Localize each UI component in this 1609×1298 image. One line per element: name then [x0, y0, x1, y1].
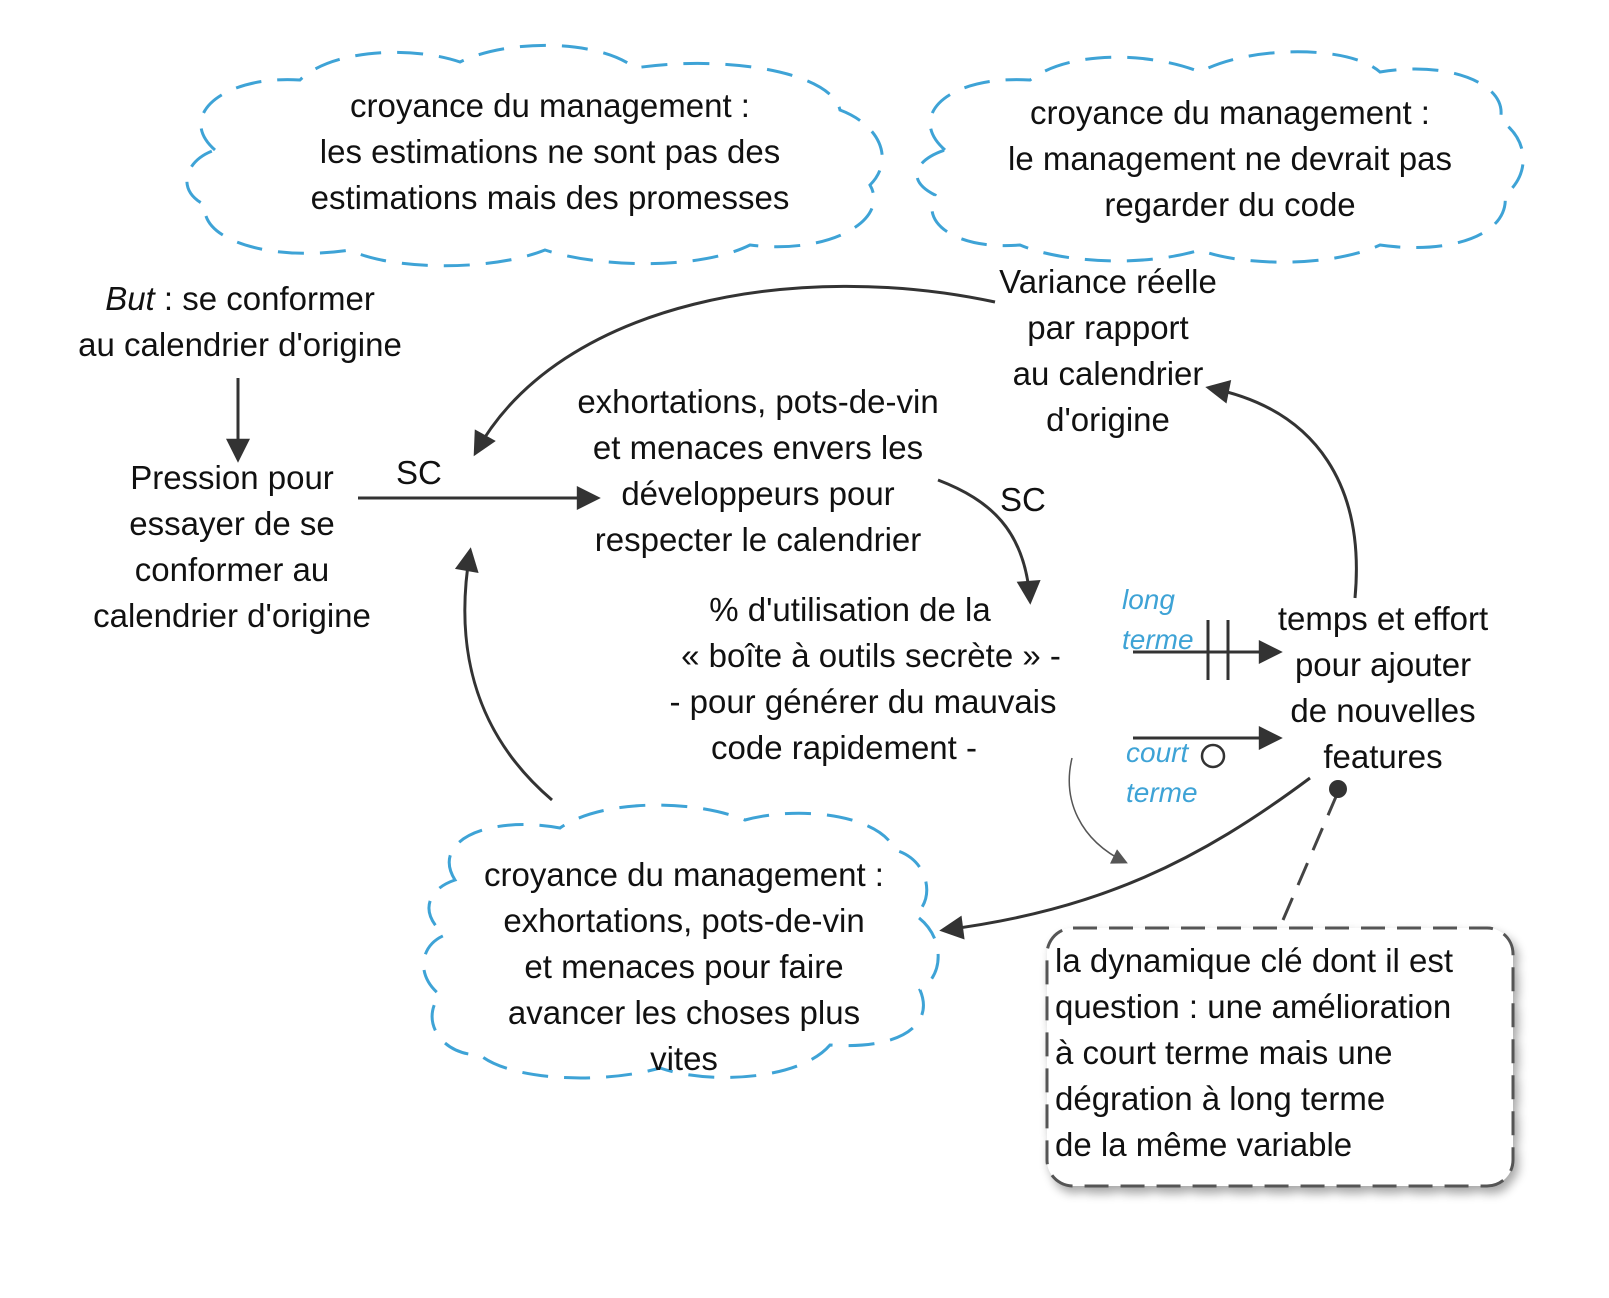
- boite-line-4: code rapidement -: [711, 729, 977, 766]
- node-variance: Variance réelle par rapport au calendrie…: [968, 259, 1248, 443]
- cloud-top-left-line-1: croyance du management :: [350, 87, 750, 124]
- note-line-2: question : une amélioration: [1055, 988, 1452, 1025]
- cloud-top-left-line-3: estimations mais des promesses: [310, 179, 790, 216]
- temps-line-2: pour ajouter: [1294, 646, 1472, 683]
- variance-line-2: par rapport: [1027, 309, 1189, 346]
- cloud-top-right-line-3: regarder du code: [1104, 186, 1356, 223]
- court-terme-line-1: court: [1126, 737, 1189, 768]
- arrow-belief-to-pression: [454, 547, 553, 802]
- exhortations-line-2: et menaces envers les: [592, 429, 924, 466]
- node-pression: Pression pour essayer de se conformer au…: [52, 455, 412, 639]
- cloud-shape-top-right: [915, 50, 1525, 264]
- long-terme-line-2: terme: [1122, 624, 1194, 655]
- node-temps-effort: temps et effort pour ajouter de nouvelle…: [1258, 596, 1508, 780]
- note-text: la dynamique clé dont il est question : …: [1055, 938, 1515, 1168]
- pression-line-4: calendrier d'origine: [93, 597, 371, 634]
- cloud-text-top-left: croyance du management : les estimations…: [250, 83, 850, 221]
- note-leader-line: [1281, 791, 1340, 921]
- note-line-4: dégration à long terme: [1055, 1080, 1386, 1117]
- cloud-text-top-right: croyance du management : le management n…: [950, 90, 1510, 228]
- exhortations-line-3: développeurs pour: [621, 475, 895, 512]
- cloud-bottom-line-2: exhortations, pots-de-vin: [503, 902, 865, 939]
- label-court-terme: court terme: [1126, 733, 1198, 813]
- exhortations-line-1: exhortations, pots-de-vin: [577, 383, 939, 420]
- arrow-boite-to-belief-thin: [1068, 757, 1128, 864]
- boite-line-3: - pour générer du mauvais: [669, 683, 1057, 720]
- variance-line-3: au calendrier: [1012, 355, 1204, 392]
- cloud-top-right-line-1: croyance du management :: [1030, 94, 1430, 131]
- goal-line-1: But : se conformer: [40, 276, 440, 322]
- temps-line-3: de nouvelles: [1290, 692, 1476, 729]
- cloud-bottom-line-4: avancer les choses plus: [507, 994, 861, 1031]
- court-terme-line-2: terme: [1126, 777, 1198, 808]
- label-long-terme: long terme: [1122, 580, 1194, 660]
- arrow-temps-to-belief: [939, 776, 1311, 940]
- arrow-temps-to-variance: [1205, 380, 1358, 599]
- cloud-top-right-line-2: le management ne devrait pas: [1008, 140, 1452, 177]
- arrow-variance-to-pression: [473, 284, 996, 457]
- goal-prefix: But: [105, 280, 155, 317]
- node-boite-a-outils: % d'utilisation de la « boîte à outils s…: [636, 587, 1076, 771]
- note-line-1: la dynamique clé dont il est: [1055, 942, 1454, 979]
- temps-line-4: features: [1323, 738, 1443, 775]
- pression-line-2: essayer de se: [129, 505, 335, 542]
- node-exhortations: exhortations, pots-de-vin et menaces env…: [548, 379, 968, 563]
- note-line-3: à court terme mais une: [1055, 1034, 1393, 1071]
- cloud-shape-top-left: [185, 43, 884, 268]
- goal-line-2: au calendrier d'origine: [78, 326, 402, 363]
- arrow-exhortations-to-boite: [937, 478, 1041, 605]
- variance-line-1: Variance réelle: [999, 263, 1217, 300]
- note-line-5: de la même variable: [1055, 1126, 1353, 1163]
- cloud-bottom-line-3: et menaces pour faire: [524, 948, 844, 985]
- note-box: [1045, 926, 1515, 1188]
- note-leader-dot: [1329, 780, 1347, 798]
- exhortations-line-4: respecter le calendrier: [594, 521, 922, 558]
- pression-line-3: conformer au: [134, 551, 330, 588]
- link-label-sc-2: SC: [1000, 481, 1046, 518]
- boite-line-2: « boîte à outils secrète » -: [681, 637, 1061, 674]
- cloud-top-left-line-2: les estimations ne sont pas des: [319, 133, 781, 170]
- cloud-bottom-line-5: vites: [650, 1040, 718, 1077]
- cloud-shape-bottom: [422, 803, 940, 1080]
- variance-line-4: d'origine: [1046, 401, 1170, 438]
- boite-line-1: % d'utilisation de la: [709, 591, 991, 628]
- link-label-sc-1: SC: [396, 454, 442, 491]
- opposite-marker-circle: [1200, 743, 1226, 769]
- temps-line-1: temps et effort: [1277, 600, 1489, 637]
- pression-line-1: Pression pour: [130, 459, 334, 496]
- long-terme-line-1: long: [1122, 584, 1175, 615]
- cloud-bottom-line-1: croyance du management :: [484, 856, 884, 893]
- goal-line-1-rest: : se conformer: [154, 280, 375, 317]
- goal-label: But : se conformer au calendrier d'origi…: [40, 276, 440, 368]
- cloud-text-bottom: croyance du management : exhortations, p…: [440, 852, 928, 1082]
